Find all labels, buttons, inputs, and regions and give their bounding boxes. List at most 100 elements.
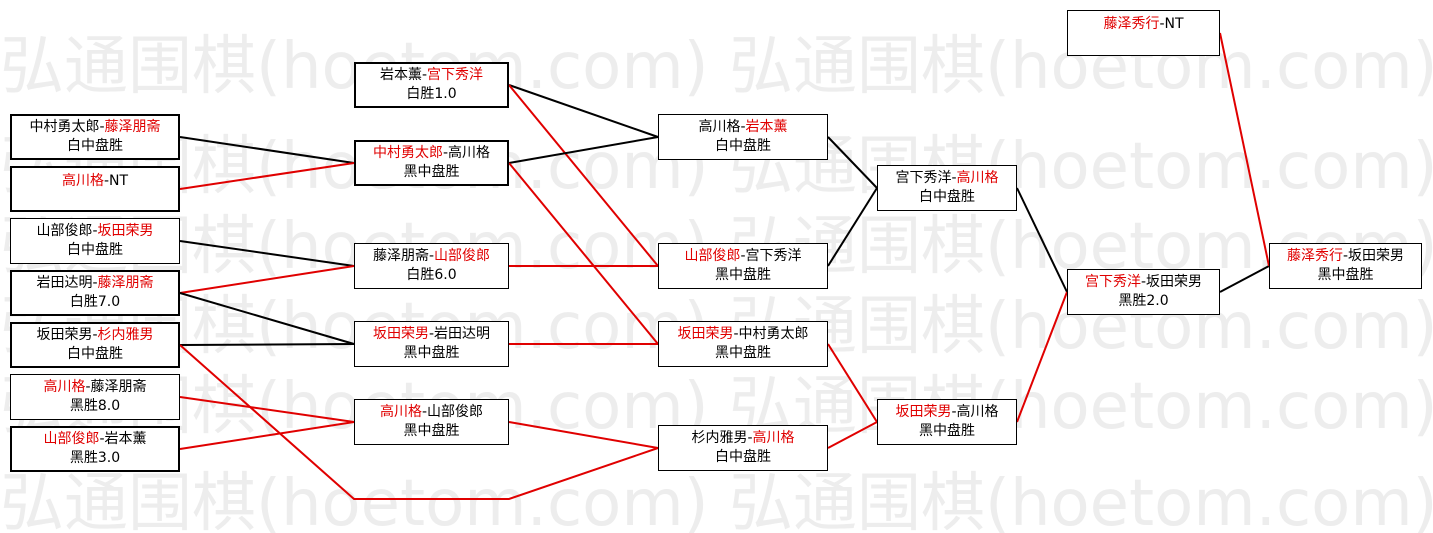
connector-line (179, 136, 355, 164)
player-a: 坂田荣男 (677, 326, 734, 342)
match-result: 黑中盘胜 (403, 164, 460, 180)
dash-separator: - (428, 248, 435, 264)
dash-separator: - (421, 404, 428, 420)
player-b: 藤泽朋斋 (90, 379, 147, 395)
connector-line (827, 187, 878, 267)
match-r3_2: 山部俊郎-宫下秀洋黑中盘胜 (658, 243, 828, 289)
match-r2_4: 坂田荣男-岩田达明黑中盘胜 (354, 321, 509, 367)
player-a: 坂田荣男 (372, 326, 429, 342)
connector-line (508, 136, 659, 164)
match-r1_1: 中村勇太郎-藤泽朋斋白中盘胜 (10, 114, 180, 160)
match-result: 白中盘胜 (715, 449, 771, 465)
match-r2_1: 岩本薰-宫下秀洋白胜1.0 (354, 62, 509, 108)
player-a: 高川格 (379, 404, 422, 420)
match-players: 坂田荣男-杉内雅男 (36, 326, 153, 345)
dash-separator: - (99, 119, 105, 135)
player-a: 藤泽秀行 (1286, 248, 1343, 264)
match-players: 山部俊郎-坂田荣男 (36, 222, 153, 241)
match-result: 白中盘胜 (919, 189, 975, 205)
player-a: 山部俊郎 (684, 248, 741, 264)
winner-path-line (179, 265, 355, 294)
match-r1_3: 山部俊郎-坂田荣男白中盘胜 (10, 218, 180, 264)
player-b: 杉内雅男 (97, 327, 154, 343)
match-result: 黑胜3.0 (69, 450, 121, 466)
dash-separator: - (1140, 274, 1147, 290)
winner-path-line (508, 421, 659, 449)
player-a: 山部俊郎 (36, 223, 93, 239)
winner-path-line (1016, 291, 1068, 423)
winner-path-line (508, 162, 659, 345)
match-players: 岩田达明-藤泽朋斋 (36, 274, 153, 293)
player-b: 坂田荣男 (1348, 248, 1405, 264)
player-b: 山部俊郎 (434, 248, 491, 264)
match-players: 高川格-NT (62, 172, 128, 191)
dash-separator: - (951, 170, 957, 186)
connector-line (179, 343, 355, 346)
match-result: 白胜6.0 (406, 267, 457, 283)
player-b: 高川格 (752, 430, 795, 446)
match-r3_1: 高川格-岩本薰白中盘胜 (658, 114, 828, 160)
match-players: 岩本薰-宫下秀洋 (380, 66, 483, 85)
player-a: 坂田荣男 (895, 404, 952, 420)
player-a: 岩本薰 (379, 67, 422, 83)
match-r1_7: 山部俊郎-岩本薰黑胜3.0 (10, 426, 180, 472)
connector-line (827, 136, 878, 189)
player-b: 高川格 (956, 404, 999, 420)
match-final: 藤泽秀行-坂田荣男黑中盘胜 (1269, 243, 1422, 289)
player-b: 岩田达明 (434, 326, 491, 342)
match-players: 坂田荣男-高川格 (895, 403, 998, 422)
dash-separator: - (428, 326, 435, 342)
player-a: 藤泽朋斋 (372, 248, 429, 264)
match-r1_2: 高川格-NT (10, 166, 180, 212)
match-players: 坂田荣男-中村勇太郎 (677, 325, 808, 344)
match-result: 白中盘胜 (67, 138, 123, 154)
player-b: 宫下秀洋 (745, 248, 802, 264)
dash-separator: - (99, 431, 105, 447)
match-r2_2: 中村勇太郎-高川格黑中盘胜 (354, 140, 509, 186)
player-a: 山部俊郎 (43, 431, 100, 447)
match-r6_1: 藤泽秀行-NT (1067, 10, 1220, 56)
player-b: 藤泽朋斋 (97, 275, 154, 291)
player-b: 坂田荣男 (97, 223, 154, 239)
player-a: 高川格 (43, 379, 86, 395)
dash-separator: - (421, 67, 428, 83)
match-players: 山部俊郎-岩本薰 (43, 430, 146, 449)
player-a: 中村勇太郎 (372, 145, 443, 161)
match-players: 山部俊郎-宫下秀洋 (684, 247, 801, 266)
player-b: NT (1164, 16, 1184, 32)
connector-line (179, 292, 355, 345)
player-a: 杉内雅男 (691, 430, 748, 446)
match-result: 白胜1.0 (406, 86, 457, 102)
match-result: 黑中盘胜 (715, 267, 771, 283)
match-r4_2: 坂田荣男-高川格黑中盘胜 (877, 399, 1017, 445)
dash-separator: - (103, 173, 110, 189)
match-r3_4: 杉内雅男-高川格白中盘胜 (658, 425, 828, 471)
match-result: 黑中盘胜 (403, 423, 460, 439)
player-b: 宫下秀洋 (427, 67, 484, 83)
player-b: 高川格 (448, 145, 491, 161)
match-r1_5: 坂田荣男-杉内雅男白中盘胜 (10, 322, 180, 368)
connector-line (508, 84, 659, 138)
match-result: 黑中盘胜 (715, 345, 771, 361)
player-a: 宫下秀洋 (895, 170, 952, 186)
player-b: 中村勇太郎 (738, 326, 809, 342)
player-a: 坂田荣男 (36, 327, 93, 343)
winner-path-line (179, 396, 355, 423)
dash-separator: - (740, 119, 746, 135)
match-r3_3: 坂田荣男-中村勇太郎黑中盘胜 (658, 321, 828, 367)
connector-line (1016, 187, 1068, 293)
dash-separator: - (747, 430, 753, 446)
dash-separator: - (92, 223, 98, 239)
player-b: 山部俊郎 (427, 404, 484, 420)
match-r1_6: 高川格-藤泽朋斋黑胜8.0 (10, 374, 180, 420)
winner-path-line (827, 343, 878, 423)
winner-path-line (508, 84, 659, 267)
match-r5_1: 宫下秀洋-坂田荣男黑胜2.0 (1067, 269, 1220, 315)
dash-separator: - (442, 145, 449, 161)
player-b: 坂田荣男 (1146, 274, 1203, 290)
match-players: 坂田荣男-岩田达明 (373, 325, 490, 344)
match-players: 藤泽秀行-坂田荣男 (1287, 247, 1404, 266)
player-b: 岩本薰 (104, 431, 147, 447)
connector-line (1219, 265, 1270, 293)
match-players: 高川格-藤泽朋斋 (43, 378, 146, 397)
